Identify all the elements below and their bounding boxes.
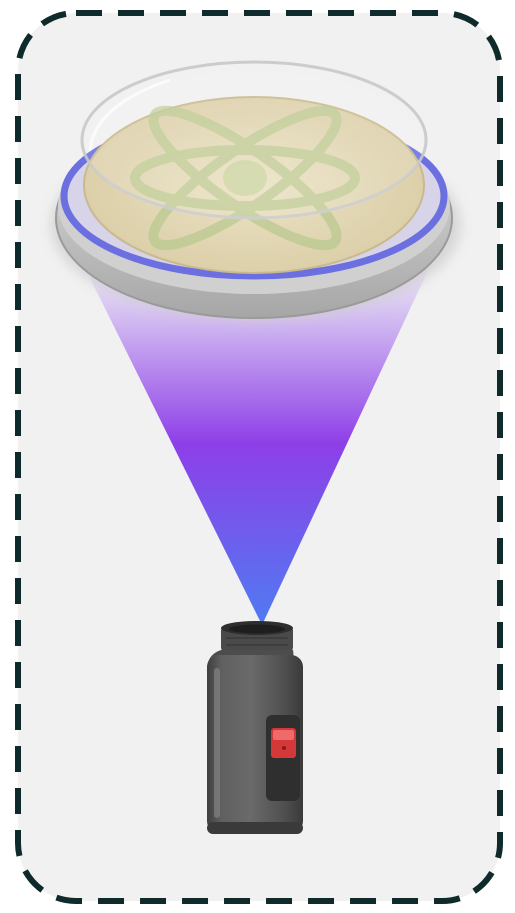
flashlight-icon: [207, 621, 303, 834]
